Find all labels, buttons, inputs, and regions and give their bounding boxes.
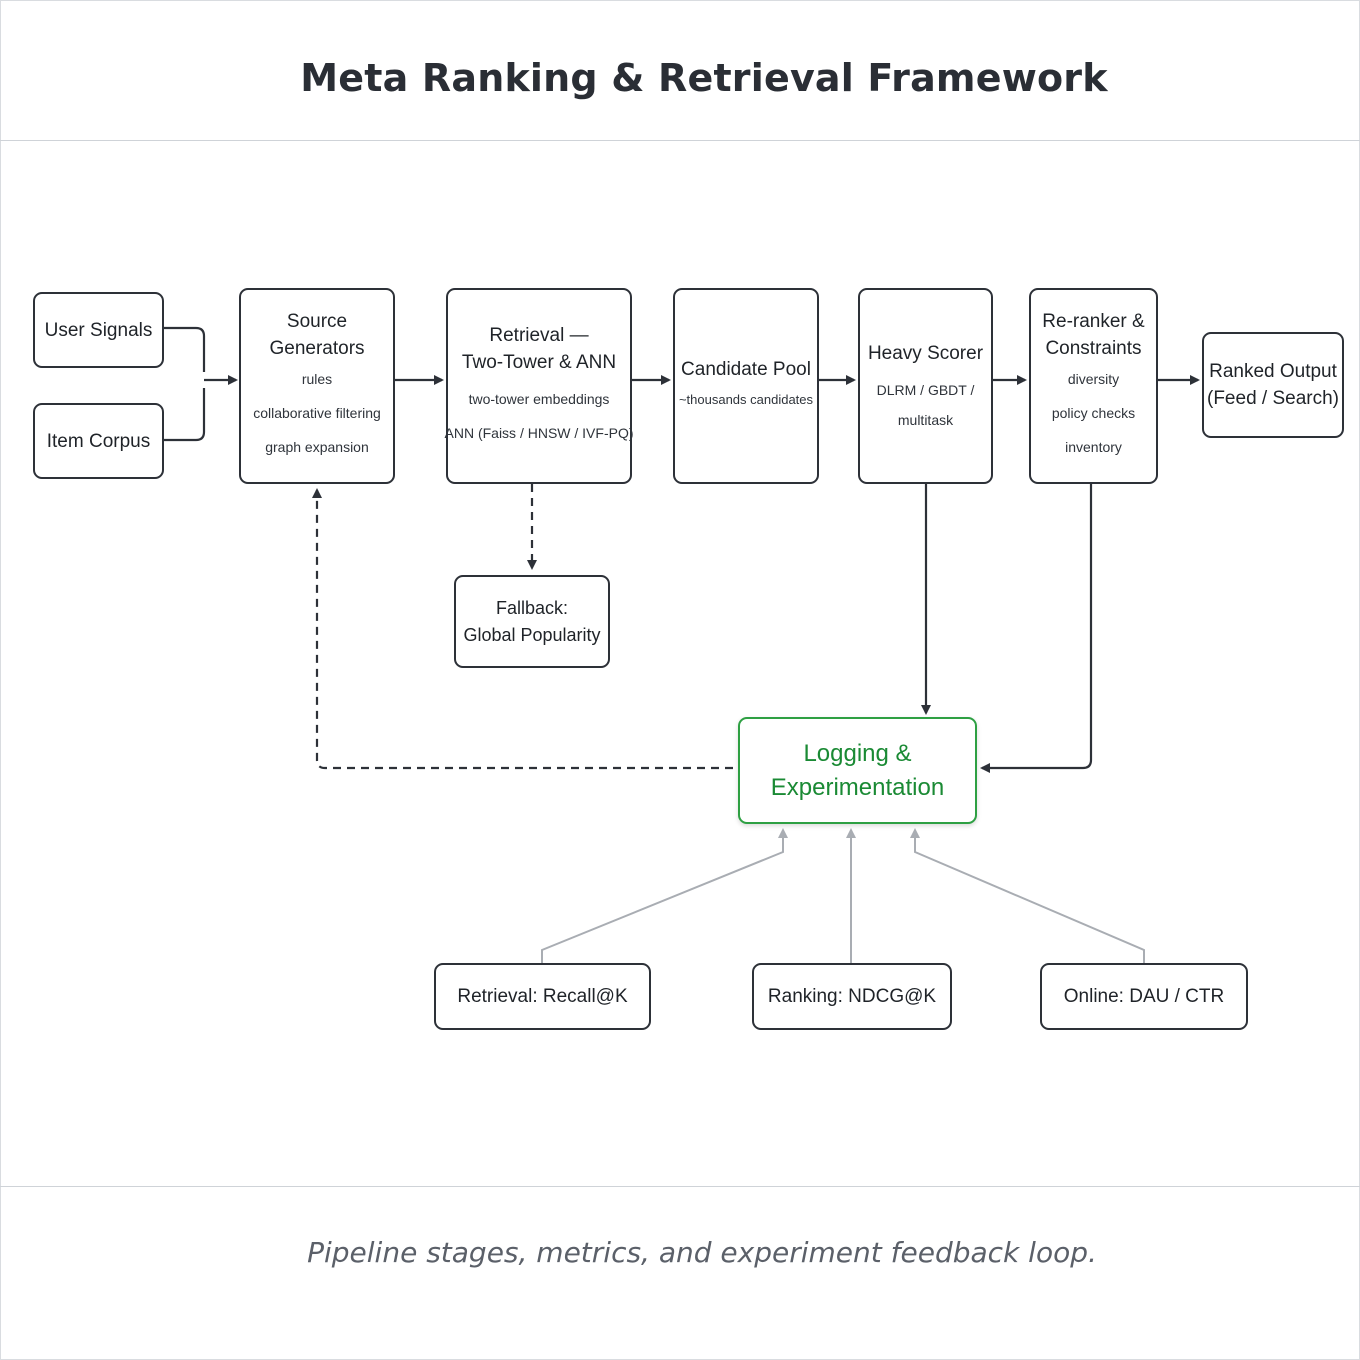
- reranker-title: Re-ranker & Constraints: [1042, 311, 1145, 359]
- reranker-detail-policy: policy checks: [1051, 405, 1136, 421]
- metric-ndcg-label: Ranking: NDCG@K: [767, 986, 937, 1007]
- metric-online-label: Online: DAU / CTR: [1063, 986, 1225, 1007]
- metric-recall-label: Retrieval: Recall@K: [457, 986, 628, 1007]
- page-title: Meta Ranking & Retrieval Framework: [300, 56, 1108, 100]
- metric-recall-node: Retrieval: Recall@K: [434, 963, 651, 1030]
- source-generators-detail-cf: collaborative filtering: [253, 405, 381, 421]
- item-corpus-node: Item Corpus: [33, 403, 164, 479]
- user-signals-node: User Signals: [33, 292, 164, 368]
- candidate-pool-detail: ~thousands candidates: [678, 391, 814, 407]
- edge-recall-to-logging: [541, 828, 788, 963]
- heavy-scorer-detail-multitask: multitask: [897, 411, 954, 428]
- heavy-scorer-node: Heavy Scorer DLRM / GBDT / multitask: [858, 288, 993, 484]
- heavy-scorer-title: Heavy Scorer: [867, 342, 984, 364]
- retrieval-detail-embeddings: two-tower embeddings: [468, 391, 610, 407]
- reranker-detail-inventory: inventory: [1065, 439, 1122, 455]
- footer: [0, 1186, 1360, 1360]
- ranked-output-node: Ranked Output (Feed / Search): [1202, 332, 1344, 438]
- fallback-node: Fallback: Global Popularity: [454, 575, 610, 668]
- header: [0, 0, 1360, 141]
- heavy-scorer-detail-models: DLRM / GBDT /: [876, 381, 975, 398]
- reranker-detail-diversity: diversity: [1067, 371, 1120, 387]
- edge-online-to-logging: [910, 828, 1145, 963]
- metric-ndcg-node: Ranking: NDCG@K: [752, 963, 952, 1030]
- source-generators-detail-rules: rules: [301, 371, 333, 387]
- edge-item-corpus-merge: [164, 388, 206, 442]
- edge-reranker-to-logging: [980, 484, 1093, 773]
- metric-online-node: Online: DAU / CTR: [1040, 963, 1248, 1030]
- source-generators-title: Source Generators: [269, 311, 365, 359]
- edge-logging-feedback-to-source-generators: [312, 488, 733, 770]
- candidate-pool-title: Candidate Pool: [681, 358, 811, 380]
- ranked-output-title: Ranked Output (Feed / Search): [1207, 361, 1339, 409]
- retrieval-detail-ann: ANN (Faiss / HNSW / IVF-PQ): [444, 425, 634, 441]
- user-signals-title: User Signals: [44, 319, 153, 341]
- source-generators-node: Source Generators rules collaborative fi…: [239, 288, 395, 484]
- footer-caption: Pipeline stages, metrics, and experiment…: [307, 1236, 1097, 1269]
- fallback-title: Fallback: Global Popularity: [463, 597, 601, 645]
- edge-user-signals-merge: [164, 326, 206, 372]
- candidate-pool-node: Candidate Pool ~thousands candidates: [673, 288, 819, 484]
- retrieval-node: Retrieval — Two-Tower & ANN two-tower em…: [444, 288, 634, 484]
- item-corpus-title: Item Corpus: [46, 430, 151, 452]
- logging-experimentation-title: Logging & Experimentation: [770, 739, 945, 801]
- retrieval-title: Retrieval — Two-Tower & ANN: [461, 325, 617, 373]
- reranker-node: Re-ranker & Constraints diversity policy…: [1029, 288, 1158, 484]
- source-generators-detail-graph: graph expansion: [265, 439, 369, 455]
- logging-experimentation-node: Logging & Experimentation: [738, 717, 977, 824]
